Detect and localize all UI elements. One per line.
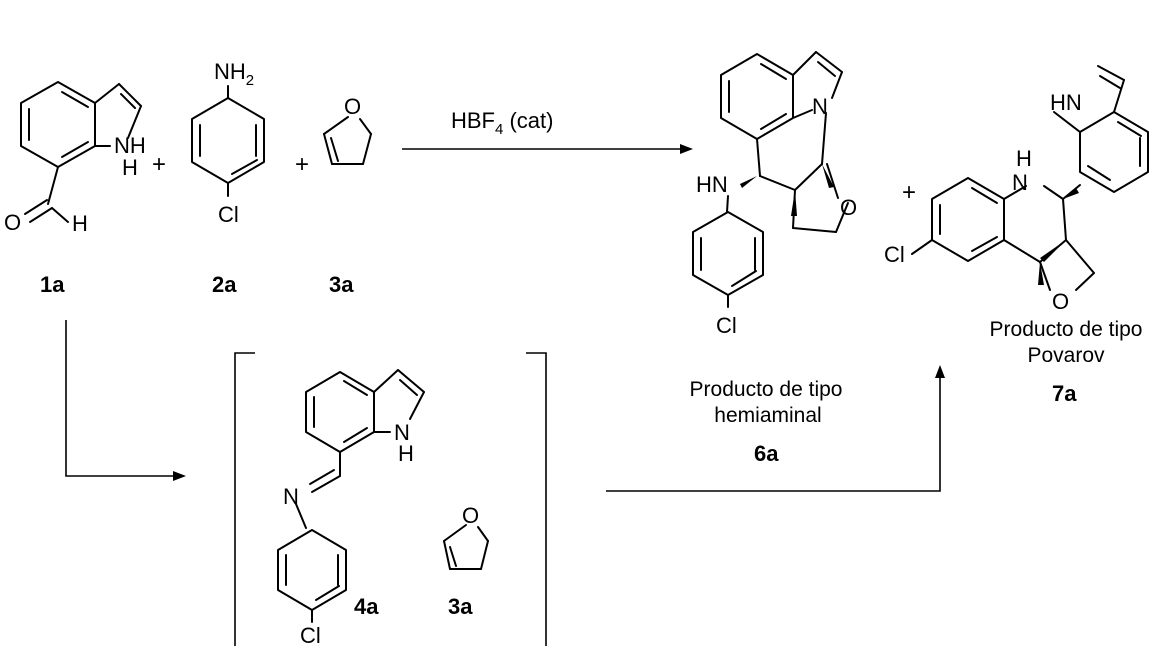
reagent-hbf4: HBF4 (cat) bbox=[451, 108, 553, 138]
caption-7a-line2: Povarov bbox=[1027, 344, 1105, 367]
atom-3a-copy-o: O bbox=[462, 503, 479, 528]
label-6a: 6a bbox=[754, 441, 779, 466]
atom-6a-hn: HN bbox=[696, 172, 728, 197]
arrow-to-product-7a bbox=[606, 365, 945, 492]
plus-sign: + bbox=[295, 151, 309, 178]
atom-7a-h: H bbox=[1016, 146, 1032, 171]
label-3a: 3a bbox=[329, 272, 354, 297]
molecule-2a bbox=[191, 85, 265, 197]
caption-7a-line1: Producto de tipo bbox=[990, 318, 1143, 341]
atom-1a-nh: NH bbox=[114, 133, 146, 158]
wedge-bond bbox=[822, 164, 834, 188]
wedge-bond bbox=[1038, 262, 1044, 285]
molecule-3a bbox=[323, 116, 372, 165]
molecule-4a bbox=[277, 369, 425, 623]
atom-7a-hn: HN bbox=[1050, 90, 1082, 115]
atom-3a-o: O bbox=[344, 94, 361, 119]
label-7a: 7a bbox=[1052, 381, 1077, 406]
atom-7a-cl: Cl bbox=[884, 242, 905, 267]
wedge-bond bbox=[1040, 240, 1066, 262]
atom-4a-n-indole: N bbox=[394, 420, 410, 445]
molecule-6a bbox=[692, 51, 849, 308]
wedge-bond bbox=[1063, 188, 1079, 199]
atom-2a-nh2: NH2 bbox=[214, 59, 254, 89]
atom-1a-o: O bbox=[4, 210, 21, 235]
label-1a: 1a bbox=[40, 272, 65, 297]
molecule-3a-copy bbox=[443, 524, 489, 570]
intermediate-bracket bbox=[234, 352, 547, 646]
atom-6a-n: N bbox=[812, 94, 828, 119]
label-2a: 2a bbox=[212, 272, 237, 297]
wedge-bond bbox=[791, 190, 797, 216]
caption-6a-line2: hemiaminal bbox=[714, 404, 821, 427]
label-4a: 4a bbox=[354, 594, 379, 619]
atom-1a-h: H bbox=[122, 155, 138, 180]
label-3a-copy: 3a bbox=[448, 594, 473, 619]
atom-6a-o: O bbox=[840, 195, 857, 220]
molecule-7a bbox=[911, 65, 1149, 291]
plus-sign: + bbox=[902, 179, 916, 206]
atom-2a-cl: Cl bbox=[218, 202, 239, 227]
main-reaction-arrow bbox=[402, 144, 693, 154]
plus-sign: + bbox=[152, 151, 166, 178]
wedge-bond bbox=[740, 176, 757, 188]
atom-1a-h-aldehyde: H bbox=[72, 211, 88, 236]
atom-6a-cl: Cl bbox=[716, 313, 737, 338]
atom-7a-o: O bbox=[1052, 289, 1069, 314]
atom-4a-n-imine: N bbox=[283, 484, 299, 509]
atom-4a-h: H bbox=[398, 441, 414, 466]
atom-4a-cl: Cl bbox=[300, 623, 321, 648]
caption-6a-line1: Producto de tipo bbox=[690, 378, 843, 401]
arrow-to-intermediate bbox=[65, 320, 186, 481]
molecule-1a bbox=[20, 81, 142, 223]
atom-7a-n: N bbox=[1012, 170, 1028, 195]
